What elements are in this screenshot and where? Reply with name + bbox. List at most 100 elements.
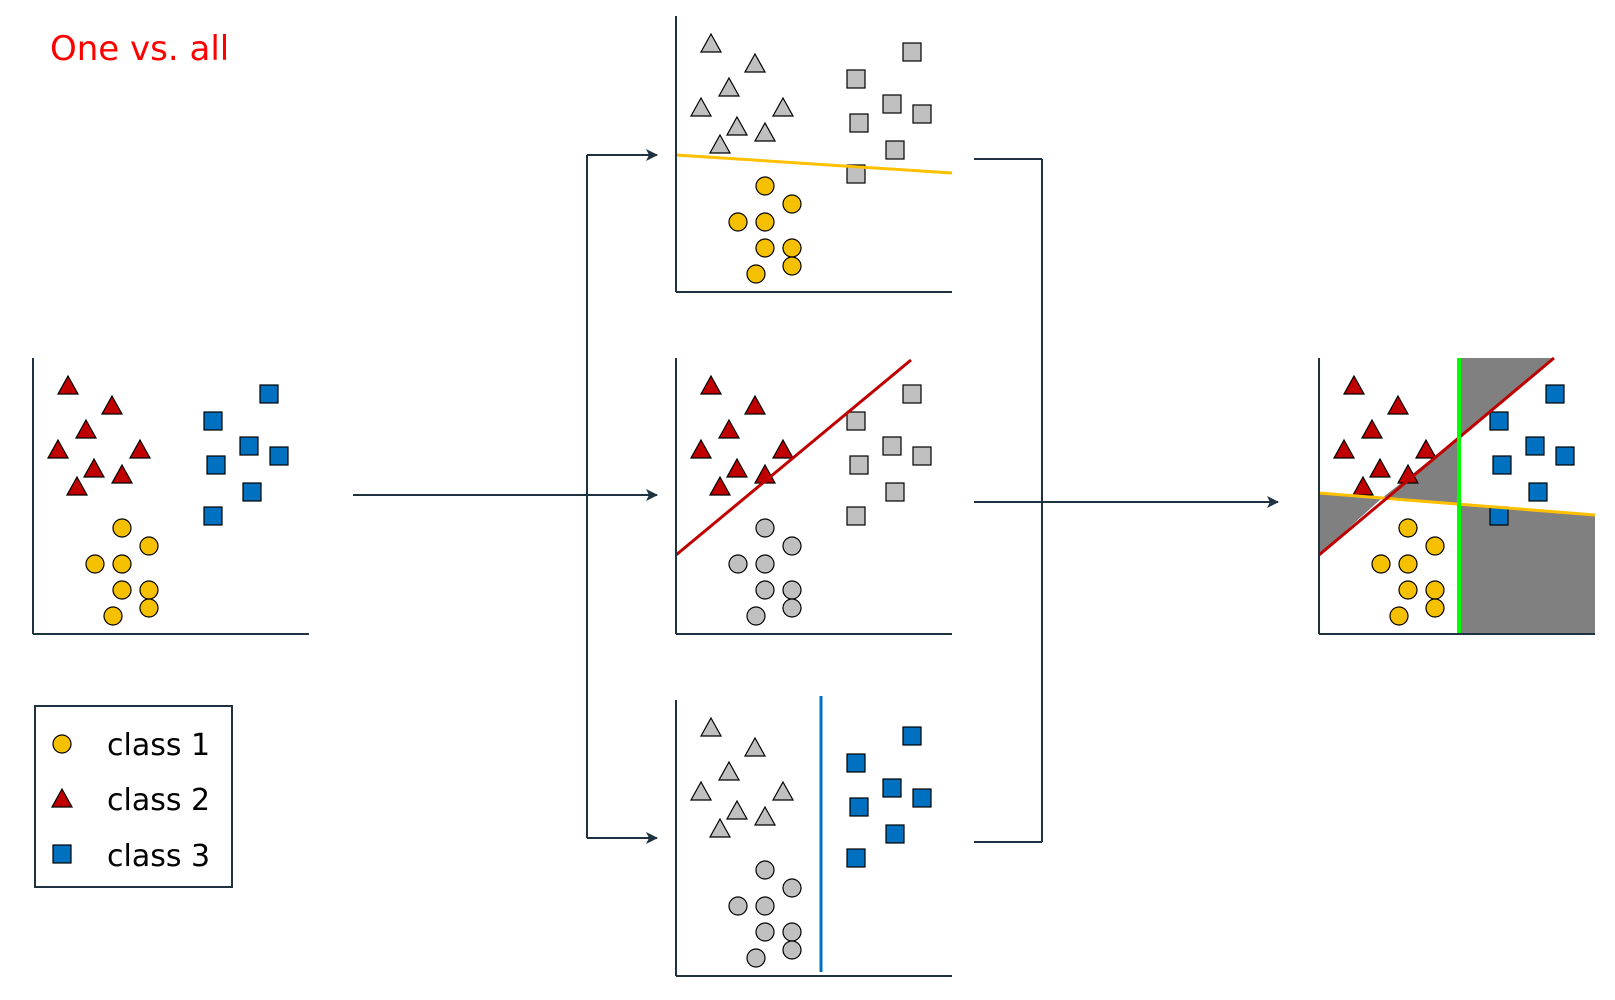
- triangle-point: [717, 76, 741, 97]
- circle-point: [139, 536, 159, 556]
- classifier-1-panel: [675, 16, 953, 293]
- square-point: [203, 506, 223, 526]
- triangle-point: [1368, 457, 1392, 478]
- circle-point: [755, 896, 775, 916]
- triangle-point: [689, 780, 713, 801]
- circle-point: [755, 518, 775, 538]
- triangle-point: [708, 475, 732, 496]
- triangle-point: [699, 374, 723, 395]
- triangle-point: [128, 438, 152, 459]
- triangle-point: [771, 780, 795, 801]
- square-point: [1555, 446, 1575, 466]
- triangle-point: [725, 115, 749, 136]
- square-point: [1528, 482, 1548, 502]
- triangle-point: [1360, 418, 1384, 439]
- classifier-2-panel: [675, 358, 952, 635]
- square-point: [902, 384, 922, 404]
- triangle-point: [708, 133, 732, 154]
- square-point: [849, 797, 869, 817]
- circle-point: [112, 518, 132, 538]
- triangle-point: [743, 394, 767, 415]
- circle-point: [1389, 606, 1409, 626]
- triangle-point: [1332, 438, 1356, 459]
- triangle-point: [717, 418, 741, 439]
- triangle-point: [74, 418, 98, 439]
- legend-label: class 3: [107, 839, 210, 874]
- square-point: [259, 384, 279, 404]
- circle-point: [755, 212, 775, 232]
- square-icon: [52, 844, 72, 864]
- circle-point: [755, 922, 775, 942]
- square-point: [846, 69, 866, 89]
- square-point: [885, 824, 905, 844]
- circle-icon: [52, 734, 72, 754]
- triangle-point: [699, 32, 723, 53]
- legend: class 1 class 2 class 3: [34, 705, 233, 888]
- circle-point: [1398, 518, 1418, 538]
- legend-item-class-2: class 2: [50, 783, 210, 818]
- circle-point: [1398, 554, 1418, 574]
- circle-point: [728, 212, 748, 232]
- square-point: [846, 164, 866, 184]
- connectors: [353, 149, 1279, 844]
- legend-item-class-3: class 3: [52, 839, 210, 874]
- boundary-line-class-1: [675, 153, 953, 175]
- square-point: [849, 113, 869, 133]
- triangle-point: [1414, 438, 1438, 459]
- circle-point: [755, 860, 775, 880]
- triangle-point: [708, 817, 732, 838]
- result-panel: [1318, 356, 1596, 635]
- triangle-point: [743, 736, 767, 757]
- circle-point: [782, 580, 802, 600]
- circle-point: [755, 238, 775, 258]
- circle-point: [755, 176, 775, 196]
- circle-point: [746, 948, 766, 968]
- square-point: [846, 506, 866, 526]
- triangle-point: [100, 394, 124, 415]
- circle-point: [139, 598, 159, 618]
- square-point: [882, 778, 902, 798]
- square-point: [882, 94, 902, 114]
- circle-point: [1371, 554, 1391, 574]
- triangle-point: [725, 799, 749, 820]
- triangle-point: [743, 52, 767, 73]
- ambiguous-region: [1459, 503, 1595, 634]
- circle-point: [782, 194, 802, 214]
- square-point: [912, 104, 932, 124]
- square-point: [846, 753, 866, 773]
- boundary-line-class-2: [675, 358, 912, 557]
- square-point: [203, 411, 223, 431]
- square-point: [1489, 506, 1509, 526]
- circle-point: [112, 554, 132, 574]
- circle-point: [112, 580, 132, 600]
- square-point: [849, 455, 869, 475]
- triangle-point: [689, 438, 713, 459]
- triangle-point: [1351, 475, 1375, 496]
- circle-point: [746, 264, 766, 284]
- square-point: [269, 446, 289, 466]
- square-point: [846, 411, 866, 431]
- square-point: [912, 788, 932, 808]
- circle-point: [139, 580, 159, 600]
- classifier-3-panel: [675, 696, 952, 977]
- triangle-icon: [50, 787, 74, 808]
- triangle-point: [65, 475, 89, 496]
- square-point: [882, 436, 902, 456]
- circle-point: [728, 896, 748, 916]
- circle-point: [85, 554, 105, 574]
- square-point: [902, 726, 922, 746]
- boundary-line-class-2: [1318, 356, 1555, 557]
- square-point: [1545, 384, 1565, 404]
- triangle-point: [771, 96, 795, 117]
- circle-point: [782, 238, 802, 258]
- input-panel: [32, 358, 309, 635]
- triangle-point: [717, 760, 741, 781]
- circle-point: [746, 606, 766, 626]
- circle-point: [782, 940, 802, 960]
- legend-label: class 2: [107, 783, 210, 818]
- triangle-point: [1396, 463, 1420, 484]
- diagram-title: One vs. all: [50, 29, 229, 69]
- square-point: [206, 455, 226, 475]
- circle-point: [782, 922, 802, 942]
